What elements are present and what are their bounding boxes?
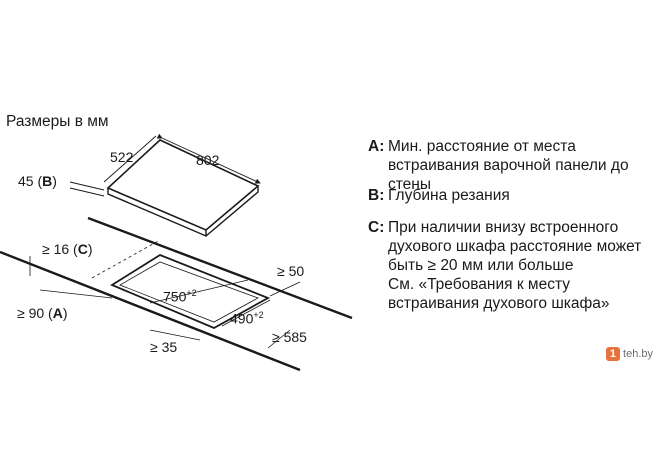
- hob-height-value: 45: [18, 173, 34, 189]
- bottom-gap-dim-line: [149, 329, 201, 341]
- cutout-depth-label: 490+2: [230, 306, 264, 329]
- cutout-depth-dim-line: [221, 299, 271, 327]
- hob-right-edge: [205, 186, 259, 237]
- cutout-width-value: 750: [163, 288, 187, 305]
- rear-gap-value: ≥ 16: [42, 241, 70, 257]
- cutout-width-tolerance: +2: [186, 288, 197, 298]
- wall-dashed-line: [91, 239, 161, 279]
- hob-depth-label: 522: [110, 149, 134, 165]
- hob-width-dim-line: [156, 133, 261, 184]
- counter-depth-dim-line: [267, 329, 291, 349]
- legend-text: Глубина резания: [388, 187, 510, 204]
- counter-depth-label: ≥ 585: [272, 329, 307, 345]
- hob-depth-dim-line: [103, 135, 157, 183]
- legend-key: C:: [368, 219, 385, 236]
- side-gap-label: ≥ 50: [277, 263, 305, 279]
- hob-front-edge: [107, 188, 207, 238]
- front-gap-value: ≥ 90: [17, 305, 45, 321]
- hob-width-label: 802: [196, 152, 220, 168]
- watermark-badge: 1: [605, 347, 621, 361]
- hob-height-dim-line-bottom: [69, 187, 105, 197]
- cutout-outline: [110, 253, 271, 329]
- legend-text: При наличии внизу встроенного духового ш…: [388, 219, 642, 312]
- countertop-front-edge: [0, 250, 301, 372]
- diagram-title: Размеры в мм: [6, 113, 109, 130]
- bottom-gap-label: ≥ 35: [150, 339, 178, 355]
- legend-key: B:: [368, 187, 385, 204]
- watermark: 1 teh.by: [569, 344, 653, 364]
- front-gap-dim-line: [39, 289, 113, 299]
- hob-height-dim-line-top: [69, 181, 105, 191]
- rear-gap-label: ≥ 16 (C): [42, 241, 93, 257]
- front-gap-label: ≥ 90 (A): [17, 305, 68, 321]
- legend-text: Мин. расстояние от места встраивания вар…: [388, 138, 629, 193]
- cutout-width-label: 750+2: [163, 284, 197, 307]
- cutout-depth-value: 490: [230, 310, 254, 327]
- rear-gap-ref: C: [77, 241, 88, 257]
- front-gap-ref: A: [52, 305, 63, 321]
- countertop-drawing: [0, 216, 353, 372]
- hob-drawing: [69, 133, 261, 238]
- side-gap-dim-line: [269, 281, 301, 297]
- legend-key: A:: [368, 138, 385, 155]
- watermark-text: teh.by: [623, 348, 653, 360]
- cutout-depth-tolerance: +2: [253, 310, 264, 320]
- hob-height-label: 45 (B): [18, 173, 57, 189]
- countertop-back-edge: [87, 216, 353, 320]
- hob-height-ref: B: [42, 173, 53, 189]
- cutout-inner: [119, 261, 259, 323]
- cutout-width-dim-line: [149, 279, 249, 304]
